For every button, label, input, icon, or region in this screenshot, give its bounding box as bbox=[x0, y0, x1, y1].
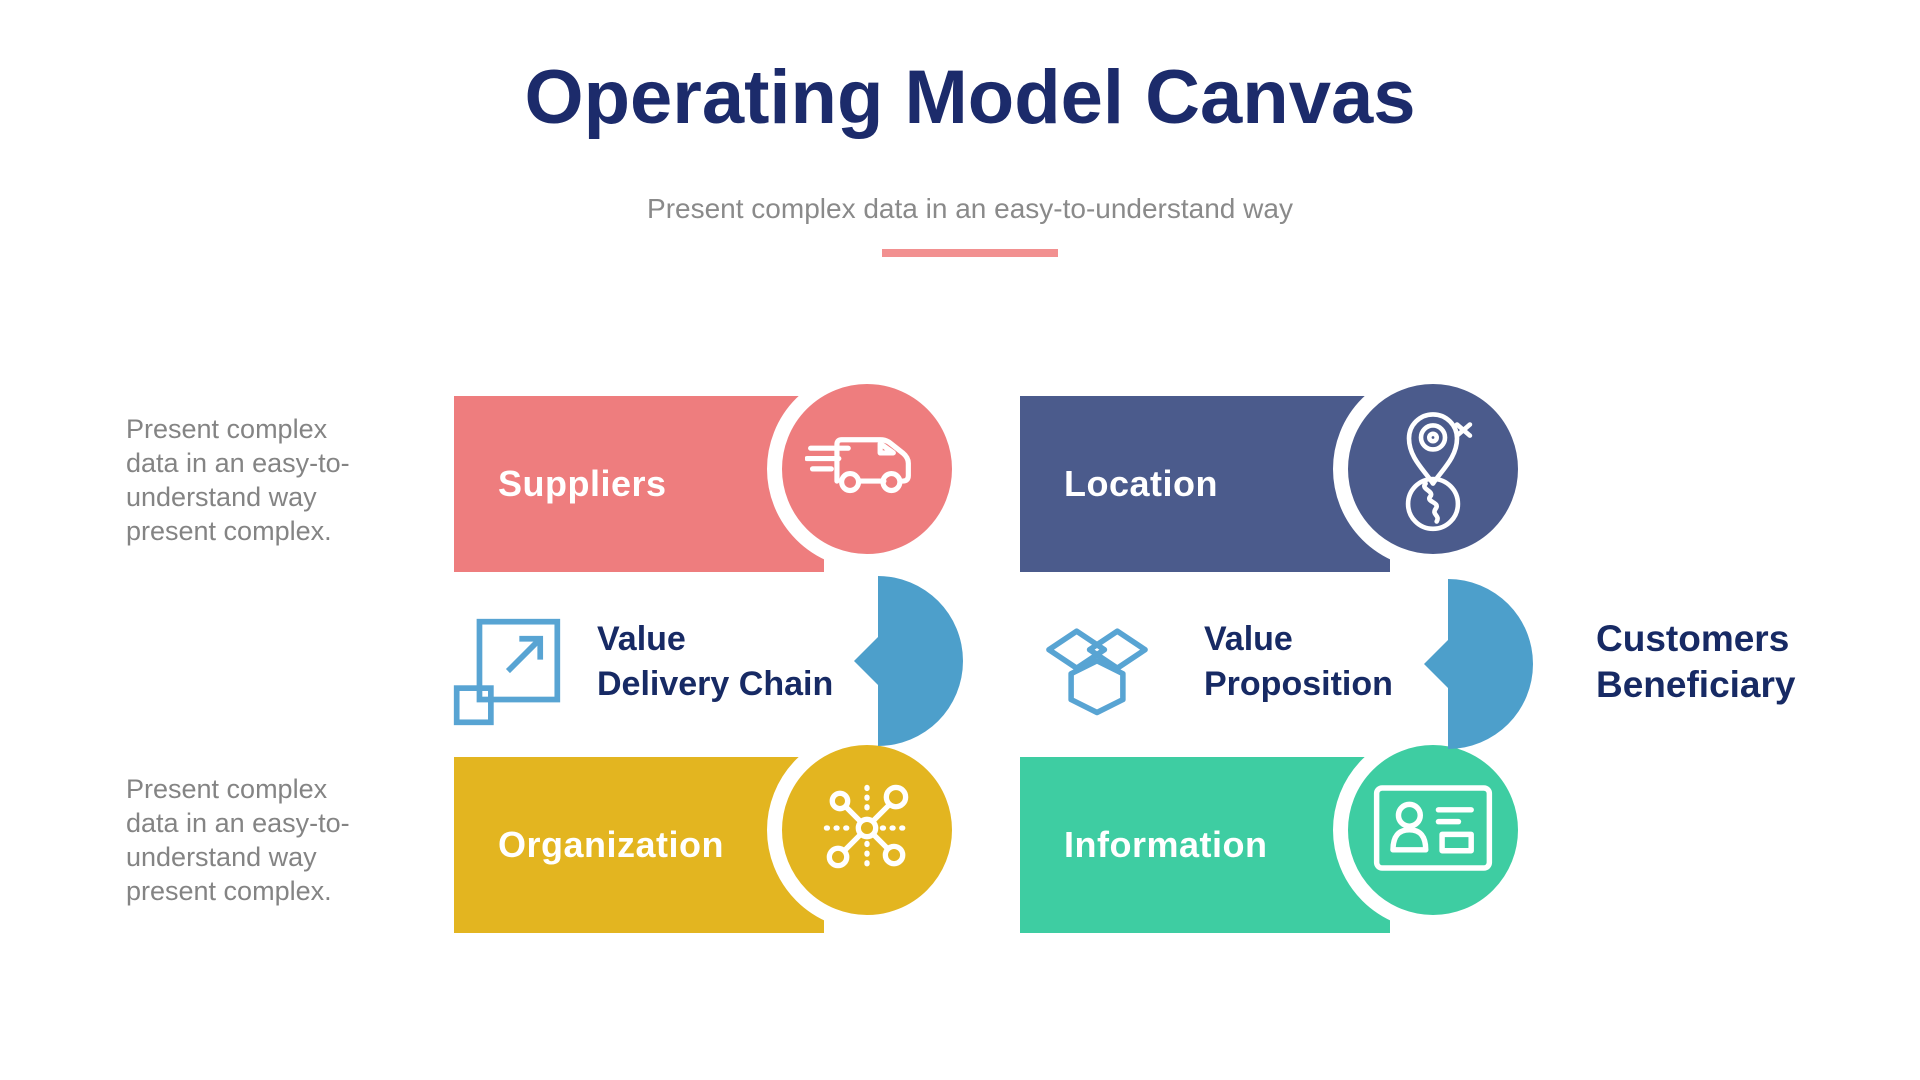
expand-arrow-icon bbox=[451, 616, 563, 733]
pointer-semicircle-right bbox=[1424, 578, 1534, 755]
description-paragraph-top: Present complex data in an easy-to- unde… bbox=[126, 414, 350, 546]
customers-beneficiary-label: Customers Beneficiary bbox=[1596, 618, 1796, 705]
description-paragraph-bottom: Present complex data in an easy-to- unde… bbox=[126, 774, 350, 906]
organization-bar: Organization bbox=[454, 757, 824, 933]
organization-icon-circle bbox=[767, 730, 967, 930]
open-box-icon bbox=[1036, 610, 1158, 735]
value-proposition-label: Value Proposition bbox=[1204, 620, 1393, 703]
organization-label: Organization bbox=[498, 824, 725, 865]
information-icon-circle bbox=[1333, 730, 1533, 930]
delivery-truck-icon bbox=[804, 427, 929, 512]
suppliers-bar: Suppliers bbox=[454, 396, 824, 572]
page-subtitle: Present complex data in an easy-to-under… bbox=[647, 193, 1293, 224]
id-card-icon bbox=[1373, 784, 1493, 877]
title-underline-accent bbox=[882, 249, 1058, 257]
page-title: Operating Model Canvas bbox=[524, 55, 1416, 140]
suppliers-label: Suppliers bbox=[498, 463, 667, 504]
location-pin-globe-icon bbox=[1385, 400, 1481, 539]
information-bar: Information bbox=[1020, 757, 1390, 933]
pointer-semicircle-left bbox=[854, 575, 964, 752]
suppliers-icon-circle bbox=[767, 369, 967, 569]
value-delivery-chain-label: Value Delivery Chain bbox=[597, 620, 834, 703]
location-label: Location bbox=[1064, 463, 1218, 504]
location-icon-circle bbox=[1333, 369, 1533, 569]
information-label: Information bbox=[1064, 824, 1268, 865]
network-nodes-icon bbox=[811, 772, 923, 889]
location-bar: Location bbox=[1020, 396, 1390, 572]
